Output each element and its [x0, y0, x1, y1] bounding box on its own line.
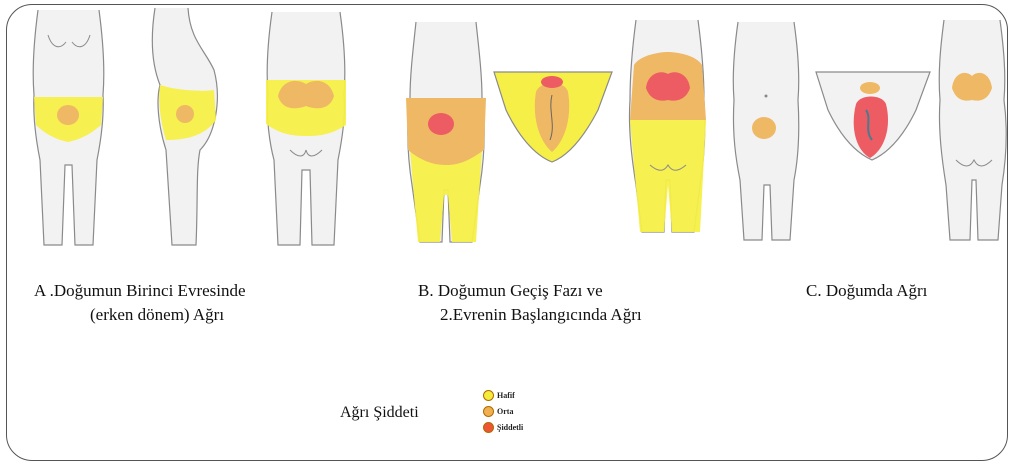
legend-label-severe: Şiddetli [497, 423, 523, 432]
caption-b-line2: 2.Evrenin Başlangıcında Ağrı [440, 304, 642, 326]
figure-a1-front [33, 10, 104, 245]
caption-a-line2: (erken dönem) Ağrı [90, 304, 224, 326]
figure-a2-side [152, 8, 217, 245]
figure-b1-front [406, 22, 486, 242]
pain-area-moderate [176, 105, 194, 123]
figure-a3-back [266, 12, 346, 245]
figure-b2-perineum [494, 72, 612, 162]
pain-area-severe [541, 76, 563, 88]
figure-c3-back [939, 20, 1006, 240]
figure-c1-front [733, 22, 799, 240]
figure-c2-perineum [816, 72, 930, 160]
legend-swatch-moderate [483, 406, 494, 417]
figure-b3-back [629, 20, 706, 232]
caption-b-line1: B. Doğumun Geçiş Fazı ve [418, 280, 603, 302]
legend-swatch-severe [483, 422, 494, 433]
legend-label-moderate: Orta [497, 407, 513, 416]
legend-swatch-mild [483, 390, 494, 401]
caption-a-line1: A .Doğumun Birinci Evresinde [34, 280, 246, 302]
legend-label-mild: Hafif [497, 391, 515, 400]
pain-area-moderate [57, 105, 79, 125]
legend-title: Ağrı Şiddeti [340, 404, 419, 422]
pain-area-moderate [752, 117, 776, 139]
pain-area-severe [428, 113, 454, 135]
caption-c-line1: C. Doğumda Ağrı [806, 280, 927, 302]
